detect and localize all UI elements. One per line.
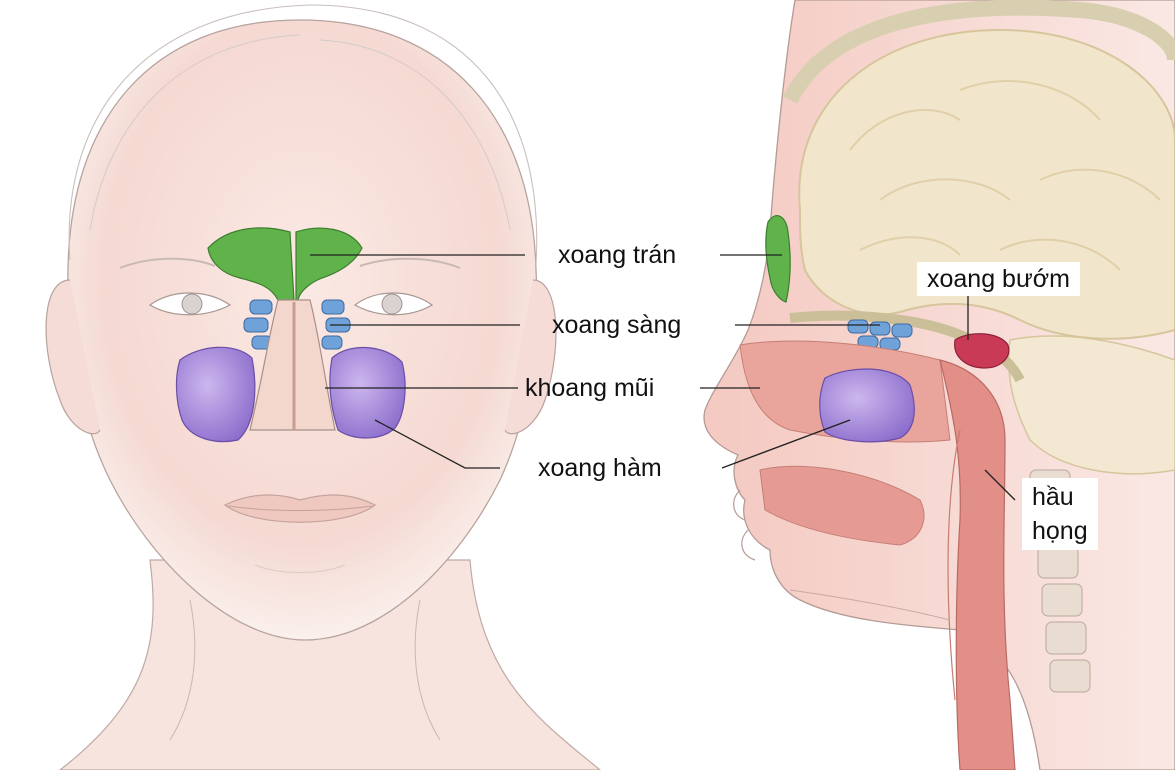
label-frontal-sinus: xoang trán xyxy=(558,240,676,270)
label-pharynx-line1: hầu xyxy=(1032,480,1088,514)
sagittal-head xyxy=(704,0,1175,770)
label-pharynx-line2: họng xyxy=(1032,514,1088,548)
label-maxillary-sinus: xoang hàm xyxy=(538,453,662,483)
maxillary-sinus-left xyxy=(176,347,254,441)
maxillary-sinus-side xyxy=(820,369,915,442)
label-pharynx: hầu họng xyxy=(1022,478,1098,550)
label-nasal-cavity: khoang mũi xyxy=(525,373,654,403)
maxillary-sinus-right xyxy=(330,347,405,438)
label-sphenoid-sinus: xoang bướm xyxy=(917,262,1080,296)
label-ethmoid-sinus: xoang sàng xyxy=(552,310,681,340)
